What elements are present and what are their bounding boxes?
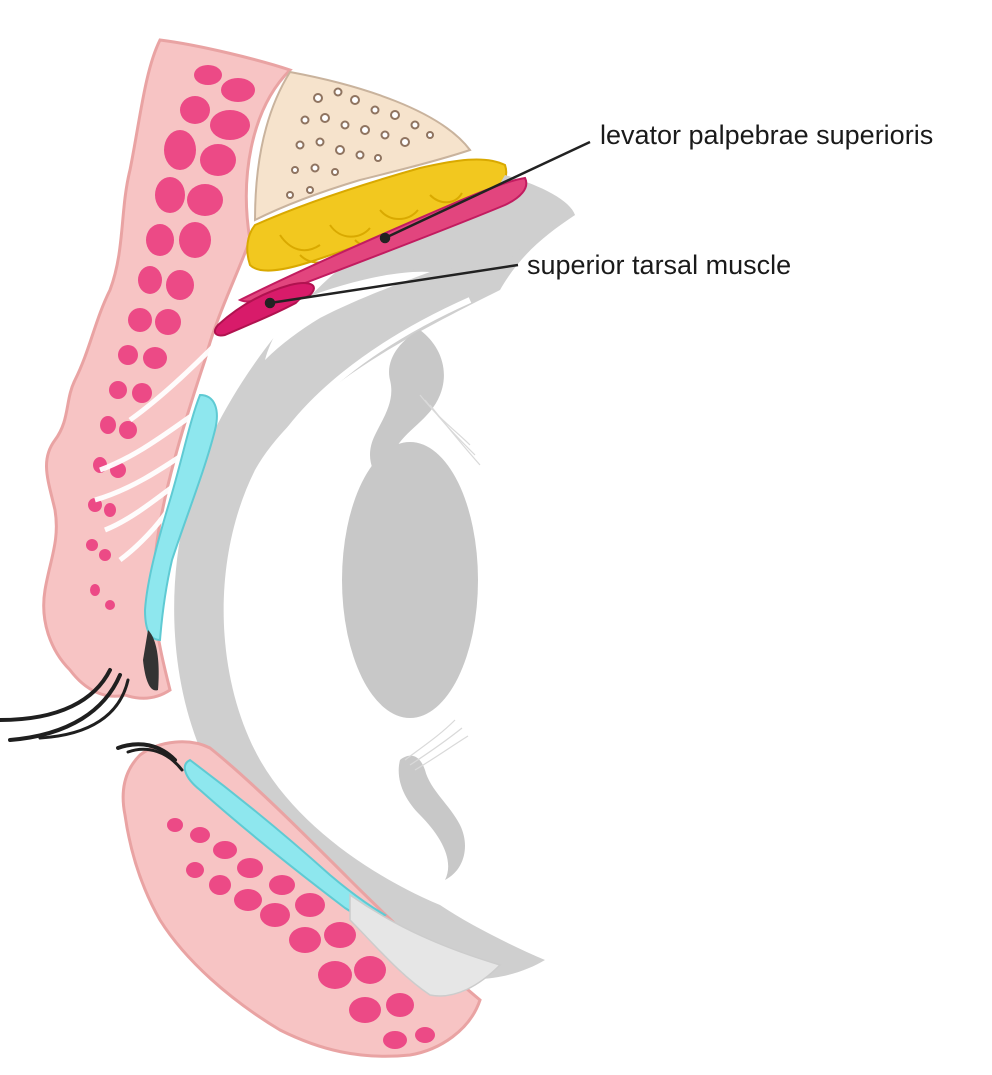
superior-tarsal-muscle (213, 282, 315, 337)
upper-lash-3 (38, 678, 130, 740)
orbital-tissue-gray (400, 175, 575, 280)
zonule-fibers (404, 394, 481, 771)
lower-lash-1 (116, 742, 177, 762)
label-levator-palpebrae-superioris: levator palpebrae superioris (600, 120, 934, 150)
lower-conjunctiva (349, 893, 502, 997)
upper-lash-1 (0, 668, 112, 722)
upper-lash-2 (8, 673, 122, 742)
tarsal-leader-line (269, 263, 519, 305)
levator-leader-line (384, 140, 591, 240)
eyeball (174, 201, 575, 980)
upper-lid-margin (143, 630, 159, 691)
iris-lower (398, 755, 465, 880)
tarsal-leader-dot (264, 297, 276, 309)
upper-tarsal-plate (143, 393, 218, 642)
eyelashes (0, 668, 184, 772)
orbicularis-oculi-upper (86, 65, 255, 610)
sclera (174, 201, 575, 980)
lens (342, 442, 478, 718)
label-superior-tarsal-muscle: superior tarsal muscle (527, 250, 792, 280)
levator-leader-dot (379, 232, 391, 244)
conjunctival-fornix (265, 271, 430, 360)
lower-eyelid (121, 740, 502, 1058)
leader-lines (264, 140, 591, 309)
frontal-bone (253, 70, 472, 222)
cornea-line (233, 297, 472, 893)
orbicularis-oculi-lower (167, 818, 435, 1049)
lower-lash-2 (126, 747, 184, 772)
bone-pores (286, 87, 434, 199)
